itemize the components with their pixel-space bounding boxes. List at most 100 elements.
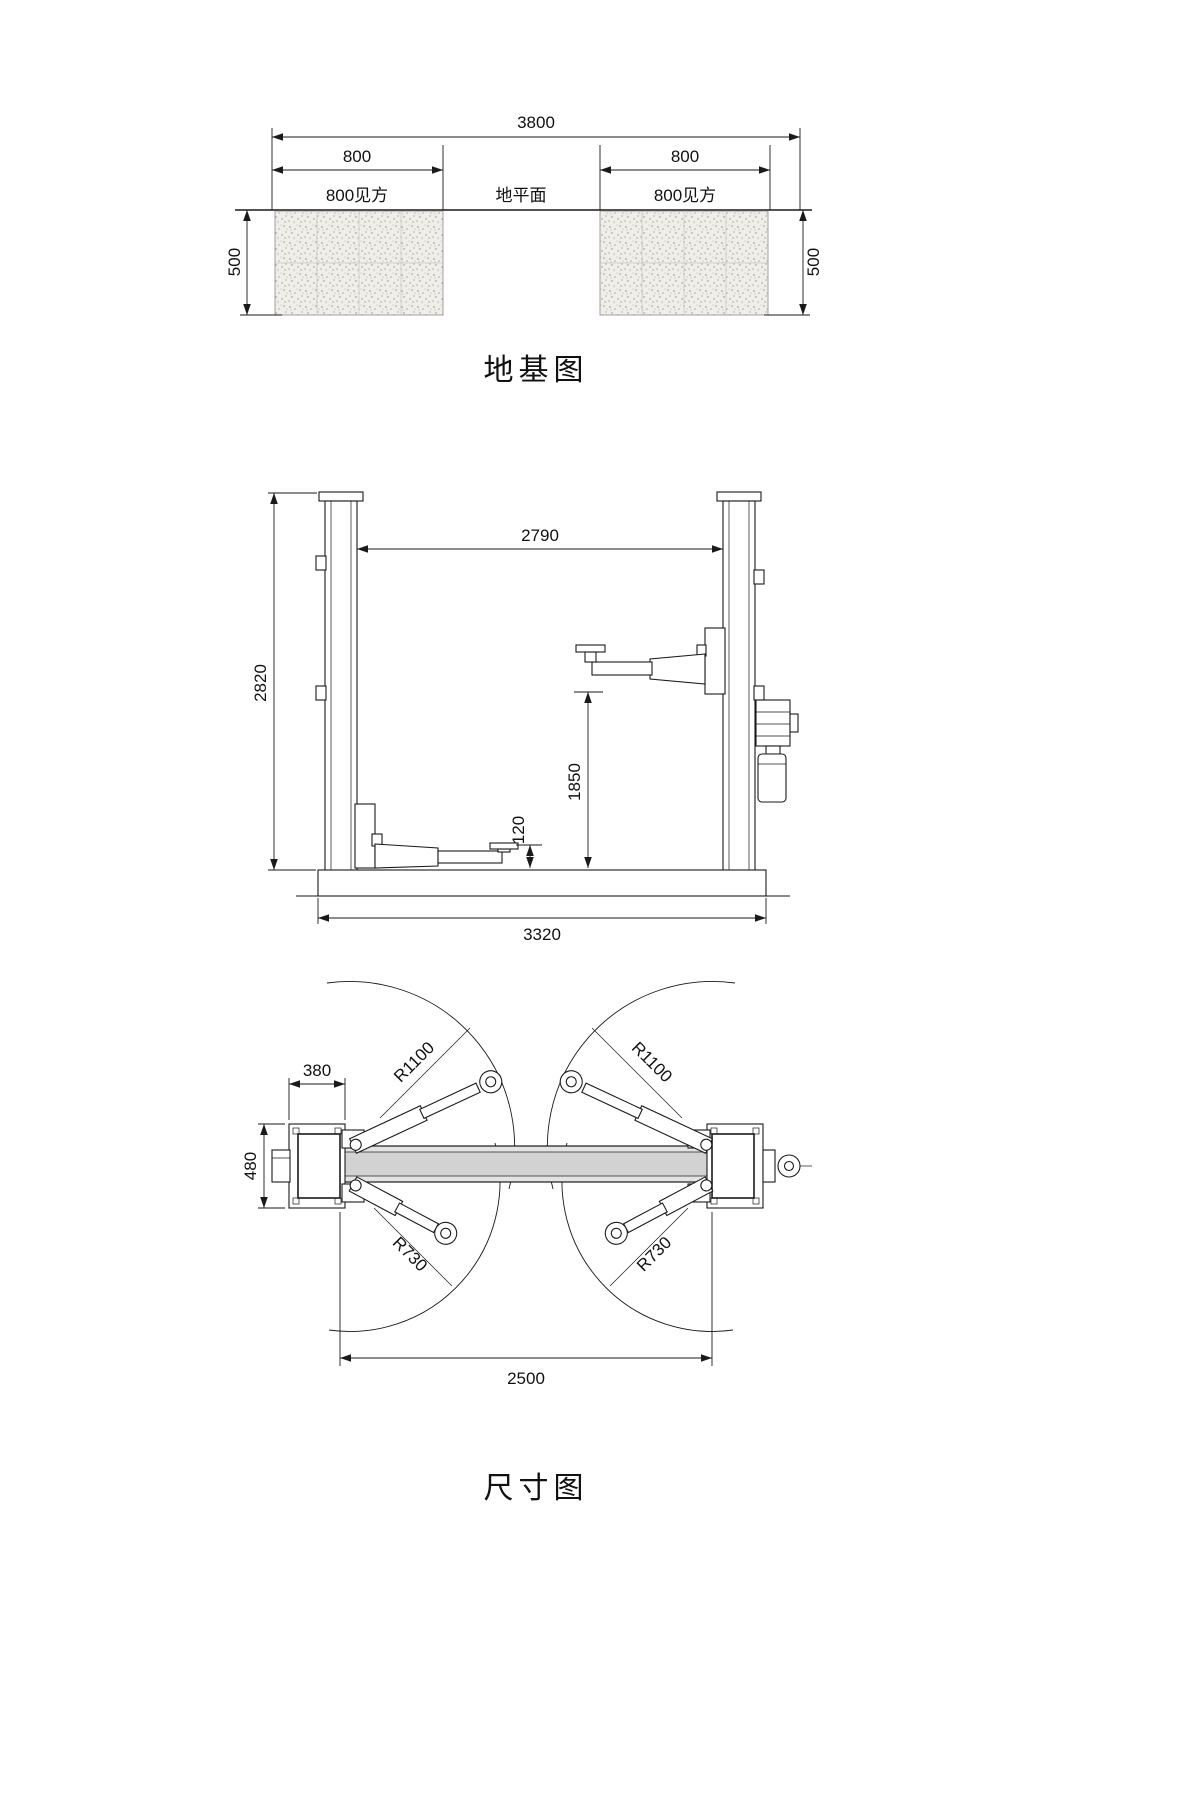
long-arm-left xyxy=(348,1070,503,1154)
lift-pad-cap xyxy=(575,644,606,653)
base-plate xyxy=(317,869,767,897)
dim-2500-label: 2500 xyxy=(507,1369,545,1388)
leader-line xyxy=(379,1027,471,1119)
dim-overall-height: 2820 xyxy=(251,492,317,871)
arm-outer-section xyxy=(649,653,706,685)
arm-swing-arcs xyxy=(326,981,736,1332)
anchor-bolt xyxy=(292,1127,300,1135)
arm-extension xyxy=(581,1082,643,1120)
long-arm-arc-right xyxy=(546,981,736,1190)
long-arm-right xyxy=(559,1070,714,1154)
ground-level-label: 地平面 xyxy=(496,186,547,205)
lift-pad-cap xyxy=(489,842,519,850)
power-unit xyxy=(755,699,799,803)
right-block-square-label: 800见方 xyxy=(654,186,716,205)
lift-pad-center xyxy=(485,1076,497,1088)
arm-extension xyxy=(622,1202,668,1234)
right-post xyxy=(716,491,765,873)
dim-post-plate-width: 380 xyxy=(288,1061,346,1120)
right-foundation-block xyxy=(599,210,769,316)
dim-min-pad-height: 120 xyxy=(509,816,542,868)
dim-base-width: 3320 xyxy=(317,898,767,944)
arm-pivot xyxy=(700,1179,713,1192)
pump-block xyxy=(762,1149,776,1183)
arm-extension xyxy=(437,850,503,864)
leader-line xyxy=(591,1027,683,1119)
anchor-bolt xyxy=(752,1197,760,1205)
dim-800-right-label: 800 xyxy=(671,147,699,166)
lift-pad-center xyxy=(440,1227,452,1239)
base-frame xyxy=(296,869,790,897)
motor-cap xyxy=(789,713,799,733)
post-bracket xyxy=(315,555,327,571)
arm-pivot xyxy=(349,1138,362,1151)
dim-right-depth: 500 xyxy=(764,210,823,316)
dim-2790-label: 2790 xyxy=(521,526,559,545)
motor-shaft xyxy=(783,1160,795,1172)
foundation-view: 3800 800 800 800见方 地平面 800见方 xyxy=(225,113,823,387)
dim-max-lift-height: 1850 xyxy=(565,691,603,868)
dim-inner-width: 2500 xyxy=(339,1212,713,1388)
dim-480-label: 480 xyxy=(241,1152,260,1180)
dim-3800-label: 3800 xyxy=(517,113,555,132)
short-arm-arc-left xyxy=(328,1142,501,1332)
lowered-carriage-arm xyxy=(354,803,519,869)
dim-overall-width: 3800 xyxy=(271,113,801,210)
dim-3320-label: 3320 xyxy=(523,925,561,944)
raised-carriage-arm xyxy=(575,627,726,695)
left-post xyxy=(315,491,364,873)
left-post-plan xyxy=(271,1123,365,1209)
motor-housing xyxy=(755,699,791,747)
r730-left-label: R730 xyxy=(389,1233,431,1275)
left-block-square-label: 800见方 xyxy=(326,186,388,205)
lift-pad-center xyxy=(565,1076,577,1088)
post-section xyxy=(711,1133,755,1199)
dim-left-depth: 500 xyxy=(225,210,282,316)
arm-extension xyxy=(591,661,653,676)
post-cap xyxy=(318,491,364,502)
r1100-left-label: R1100 xyxy=(390,1038,438,1086)
long-arm-arc-left xyxy=(326,981,516,1190)
dim-right-block-width: 800 xyxy=(599,145,771,210)
dim-post-plate-depth: 480 xyxy=(241,1123,285,1209)
lift-pad-center xyxy=(610,1227,622,1239)
center-beam xyxy=(339,1145,713,1183)
beam-channel xyxy=(339,1151,713,1177)
dim-1850-label: 1850 xyxy=(565,763,584,801)
power-unit-plan xyxy=(762,1149,812,1183)
arm-outer-section xyxy=(374,843,439,869)
dim-800-left-label: 800 xyxy=(343,147,371,166)
plan-view-title: 尺寸图 xyxy=(484,1472,589,1505)
anchor-bolt xyxy=(752,1127,760,1135)
arm-extension xyxy=(394,1202,440,1234)
short-arm-arc-right xyxy=(561,1142,734,1332)
arm-pivot xyxy=(349,1179,362,1192)
post-cap xyxy=(716,491,762,502)
anchor-bolt xyxy=(292,1197,300,1205)
dim-120-label: 120 xyxy=(509,816,528,844)
leader-line xyxy=(609,1207,689,1287)
short-arm-left xyxy=(348,1176,458,1245)
lift-pad-stem xyxy=(584,651,597,663)
left-foundation-block xyxy=(274,210,444,316)
post-bracket xyxy=(315,685,327,701)
post-section xyxy=(297,1133,341,1199)
pump-connector xyxy=(765,745,781,755)
carriage-plate xyxy=(704,627,726,695)
r730-right-label: R730 xyxy=(633,1233,675,1275)
arm-pivot xyxy=(700,1138,713,1151)
short-arm-right xyxy=(604,1176,714,1245)
leader-line xyxy=(373,1207,453,1287)
dim-500-left-label: 500 xyxy=(225,248,244,276)
side-bracket xyxy=(271,1149,291,1183)
r1100-right-label: R1100 xyxy=(628,1038,676,1086)
elevation-view: 2790 2820 1850 120 3320 xyxy=(251,491,799,944)
dim-left-block-width: 800 xyxy=(272,145,444,210)
dim-380-label: 380 xyxy=(303,1061,331,1080)
plan-view: R1100 R1100 R730 R730 380 480 2500 xyxy=(241,981,812,1505)
post-bracket xyxy=(753,685,765,701)
post-body xyxy=(722,500,756,873)
oil-tank xyxy=(757,753,787,803)
